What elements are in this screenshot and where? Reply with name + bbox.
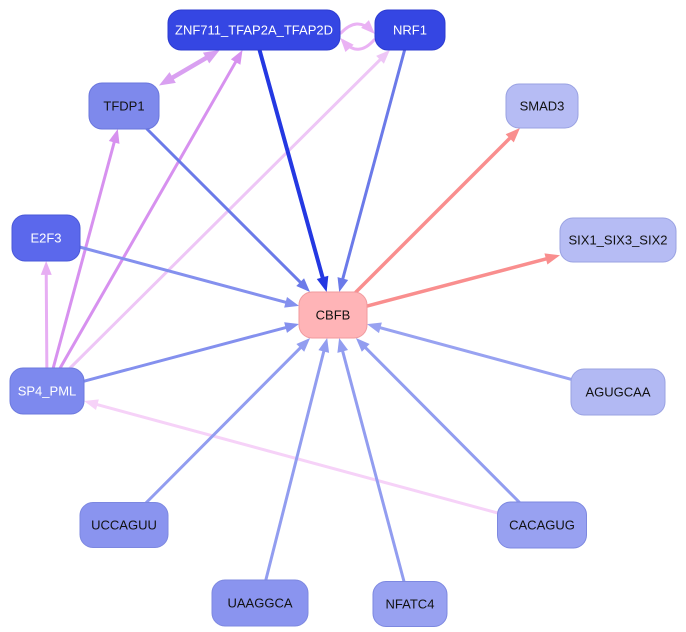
edge-SP4_PML-NRF1 <box>68 50 390 370</box>
node-label: SMAD3 <box>520 99 565 114</box>
node-label: SIX1_SIX3_SIX2 <box>568 233 667 248</box>
arrowhead-icon <box>40 261 52 275</box>
node-label: ZNF711_TFAP2A_TFAP2D <box>175 23 333 38</box>
node-label: SP4_PML <box>18 384 77 399</box>
edge-CBFB-SMAD3 <box>354 128 520 294</box>
arrowhead-icon <box>284 322 299 333</box>
arrowhead-icon <box>159 72 176 86</box>
arrowhead-icon <box>318 338 330 353</box>
node-CBFB[interactable]: CBFB <box>298 291 368 339</box>
node-UAAGGCA[interactable]: UAAGGCA <box>211 579 309 627</box>
node-box <box>167 9 341 51</box>
node-box <box>211 579 309 627</box>
node-NFATC4[interactable]: NFATC4 <box>372 581 448 627</box>
arrowhead-icon <box>296 278 310 292</box>
edge-AGUGCAA-CBFB <box>367 322 573 381</box>
arrowhead-icon <box>337 338 349 353</box>
node-box <box>570 368 666 416</box>
edge-SP4_PML-TFDP1 <box>51 129 120 370</box>
node-TFDP1[interactable]: TFDP1 <box>88 82 160 130</box>
node-box <box>298 291 368 339</box>
arrowhead-icon <box>340 38 354 53</box>
edge-TFDP1-ZNF711_TFAP2A_TFAP2D <box>159 50 220 86</box>
node-label: TFDP1 <box>103 99 144 114</box>
node-box <box>559 217 677 263</box>
node-SIX1_SIX3_SIX2[interactable]: SIX1_SIX3_SIX2 <box>559 217 677 263</box>
node-CACAGUG[interactable]: CACAGUG <box>497 501 587 549</box>
node-NRF1[interactable]: NRF1 <box>374 9 446 51</box>
node-label: AGUGCAA <box>585 385 650 400</box>
node-box <box>11 214 81 262</box>
edge-UCCAGUU-CBFB <box>144 338 311 504</box>
edge-NRF1-ZNF711_TFAP2A_TFAP2D <box>340 38 376 53</box>
arrowhead-icon <box>355 338 370 352</box>
node-box <box>374 9 446 51</box>
node-label: UCCAGUU <box>91 518 157 533</box>
node-label: NFATC4 <box>386 597 435 612</box>
edge-SP4_PML-CBFB <box>82 322 299 383</box>
edge-TFDP1-CBFB <box>145 127 310 292</box>
node-box <box>505 83 579 129</box>
arrowhead-icon <box>367 322 382 334</box>
arrowhead-icon <box>108 129 120 144</box>
arrowhead-icon <box>296 338 311 352</box>
node-label: UAAGGCA <box>227 596 292 611</box>
arrowhead-icon <box>544 253 560 265</box>
node-box <box>88 82 160 130</box>
node-box <box>497 501 587 549</box>
node-label: E2F3 <box>30 231 61 246</box>
edge-SP4_PML-E2F3 <box>40 261 52 370</box>
arrowhead-icon <box>361 20 375 34</box>
node-box <box>79 502 169 548</box>
edge-E2F3-CBFB <box>78 245 299 308</box>
node-box <box>372 581 448 627</box>
edge-ZNF711_TFAP2A_TFAP2D-NRF1 <box>339 20 375 35</box>
edge-NRF1-CBFB <box>337 48 407 292</box>
arrowhead-icon <box>337 277 349 292</box>
node-label: CBFB <box>316 308 351 323</box>
arrowhead-icon <box>84 399 99 410</box>
arrowhead-icon <box>505 128 520 143</box>
node-label: CACAGUG <box>509 518 575 533</box>
arrowhead-icon <box>376 50 390 64</box>
edge-ZNF711_TFAP2A_TFAP2D-CBFB <box>257 48 329 292</box>
arrowhead-icon <box>284 296 299 308</box>
arrowhead-icon <box>316 275 329 292</box>
arrowhead-icon <box>230 50 243 65</box>
node-label: NRF1 <box>393 23 427 38</box>
edge-SP4_PML-ZNF711_TFAP2A_TFAP2D <box>58 50 243 370</box>
arrowhead-icon <box>202 50 220 64</box>
node-SMAD3[interactable]: SMAD3 <box>505 83 579 129</box>
node-AGUGCAA[interactable]: AGUGCAA <box>570 368 666 416</box>
node-SP4_PML[interactable]: SP4_PML <box>9 367 85 415</box>
node-UCCAGUU[interactable]: UCCAGUU <box>79 502 169 548</box>
edge-NFATC4-CBFB <box>337 338 406 583</box>
node-box <box>9 367 85 415</box>
edge-UAAGGCA-CBFB <box>264 338 330 582</box>
node-ZNF711_TFAP2A_TFAP2D[interactable]: ZNF711_TFAP2A_TFAP2D <box>167 9 341 51</box>
node-E2F3[interactable]: E2F3 <box>11 214 81 262</box>
edge-CACAGUG-CBFB <box>355 338 521 504</box>
edge-CBFB-SIX1_SIX3_SIX2 <box>365 253 560 308</box>
